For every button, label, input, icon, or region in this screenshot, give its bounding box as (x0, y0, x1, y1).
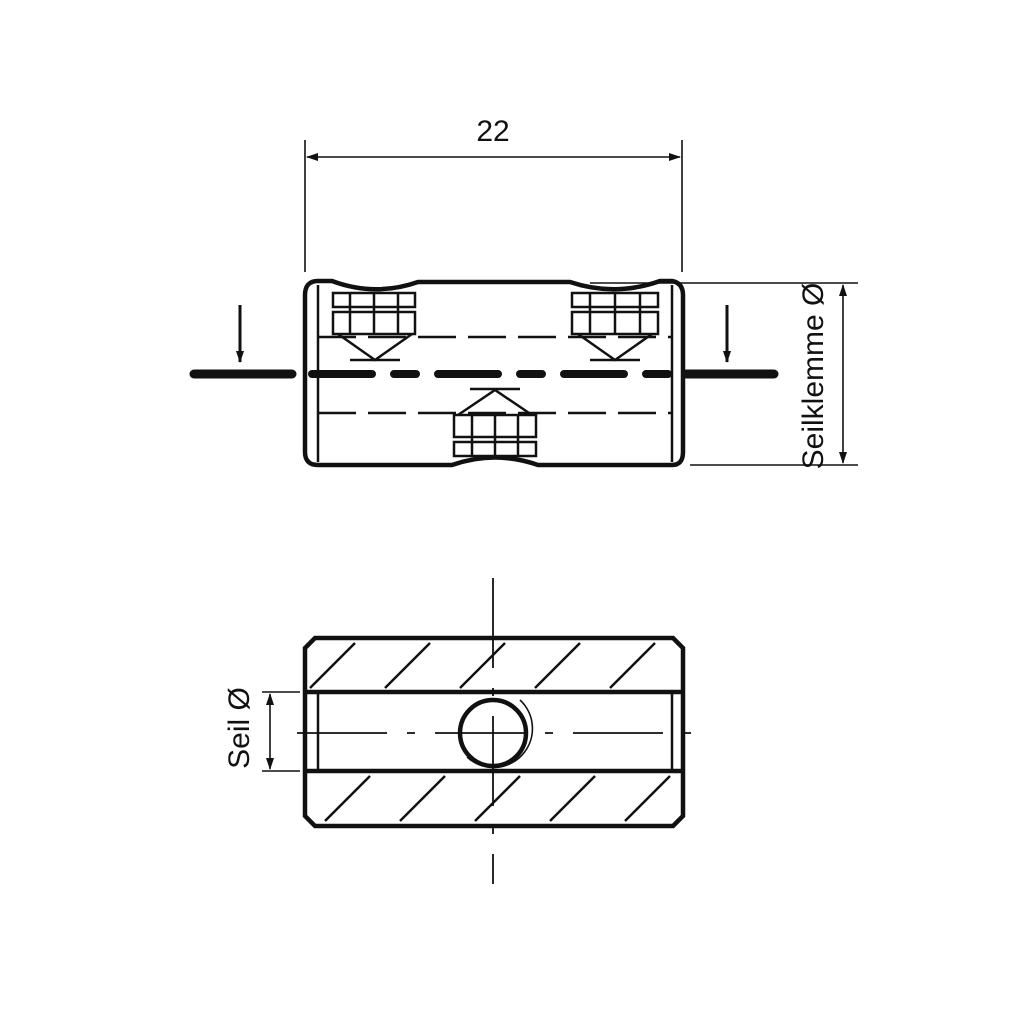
set-screw-bottom (452, 387, 538, 458)
section-view: Seil Ø (223, 578, 697, 884)
set-screw-right (570, 291, 660, 362)
clamp-body-outline (302, 278, 686, 468)
set-screw-left (331, 291, 417, 362)
width-dimension-value: 22 (476, 115, 509, 148)
thread-arc (466, 699, 534, 769)
top-view: 22 (189, 115, 858, 470)
bore-dimension-label: Seil Ø (223, 687, 256, 769)
threaded-hole (457, 697, 529, 769)
hatching (309, 642, 671, 822)
height-dimension-label: Seilklemme Ø (797, 283, 830, 470)
section-body-outline (302, 635, 686, 829)
